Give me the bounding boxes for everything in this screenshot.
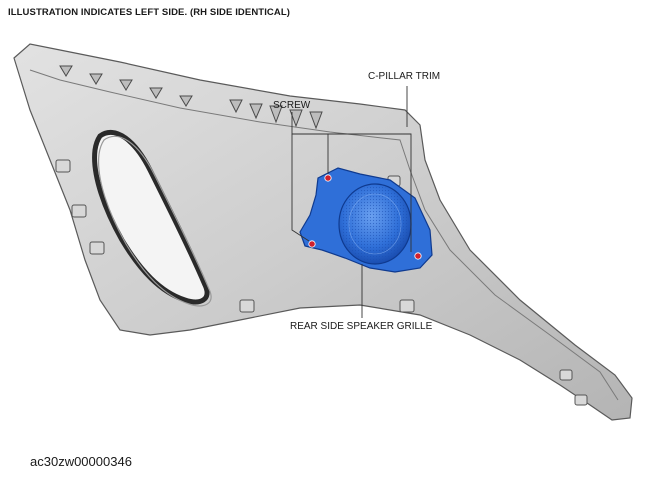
screw-right — [414, 252, 422, 260]
label-screw: SCREW — [273, 100, 311, 111]
speaker-grille — [299, 167, 433, 273]
trim-ribs — [59, 65, 323, 130]
screw-top — [324, 174, 332, 182]
illustration-caption: ILLUSTRATION INDICATES LEFT SIDE. (RH SI… — [8, 7, 291, 18]
screw-markers — [308, 174, 422, 260]
window-opening — [92, 129, 210, 305]
trim-clips — [55, 159, 588, 406]
label-c-pillar-trim: C-PILLAR TRIM — [368, 71, 440, 82]
label-rear-side-speaker-grille: REAR SIDE SPEAKER GRILLE — [290, 321, 433, 332]
leader-lines — [291, 86, 412, 318]
trim-flange — [29, 69, 619, 401]
screw-left — [308, 240, 316, 248]
figure-id: ac30zw00000346 — [30, 454, 132, 469]
